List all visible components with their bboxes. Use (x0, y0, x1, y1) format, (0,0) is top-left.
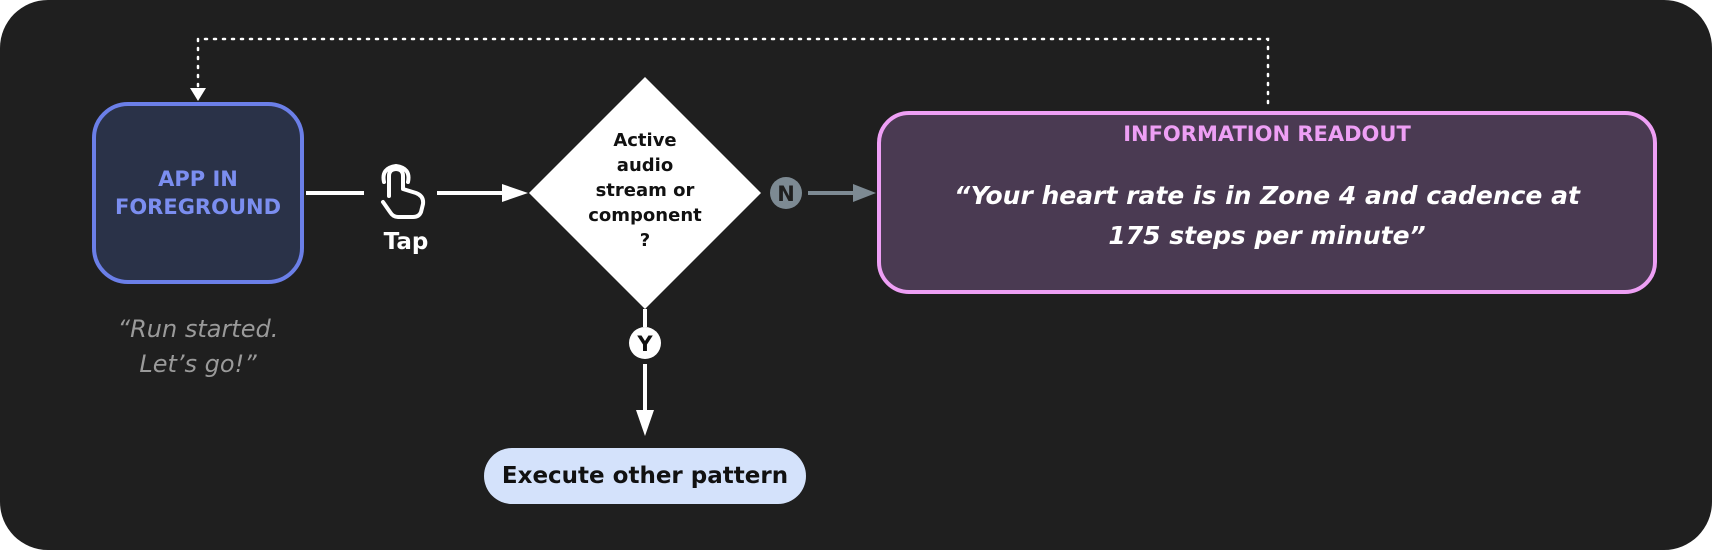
decision-text: Active audio stream or component ? (560, 128, 730, 253)
information-readout-title: INFORMATION READOUT (1123, 122, 1411, 146)
yes-arrowhead (636, 410, 654, 436)
loop-back-connector (196, 37, 1270, 105)
yes-label: Y (636, 332, 653, 356)
app-caption-line-1: “Run started. (117, 315, 279, 343)
app-caption: “Run started. Let’s go!” (92, 312, 304, 382)
app-in-foreground-node: APP IN FOREGROUND (92, 102, 304, 284)
decision-line-3: stream or (595, 180, 695, 201)
tap-to-decision-arrowhead (502, 184, 528, 202)
no-badge (770, 177, 802, 209)
app-node-line-2: FOREGROUND (114, 195, 282, 219)
decision-line-4: component (588, 205, 702, 226)
no-arrowhead (853, 184, 876, 202)
information-readout-quote: “Your heart rate is in Zone 4 and cadenc… (950, 176, 1584, 256)
info-quote-line-2: 175 steps per minute” (1108, 221, 1426, 250)
no-label: N (777, 182, 795, 206)
decision-line-5: ? (639, 230, 651, 251)
execute-other-pattern-node: Execute other pattern (484, 448, 806, 504)
decision-diamond (529, 77, 761, 309)
app-caption-line-2: Let’s go!” (139, 350, 257, 378)
app-node-line-1: APP IN (158, 167, 238, 191)
information-readout-node (877, 111, 1657, 294)
decision-line-2: audio (616, 155, 674, 176)
touch-icon (381, 164, 426, 219)
decision-line-1: Active (613, 130, 677, 151)
tap-label: Tap (383, 229, 429, 255)
loop-back-arrowhead (190, 88, 206, 101)
yes-badge (629, 327, 661, 359)
info-quote-line-1: “Your heart rate is in Zone 4 and cadenc… (954, 181, 1580, 210)
